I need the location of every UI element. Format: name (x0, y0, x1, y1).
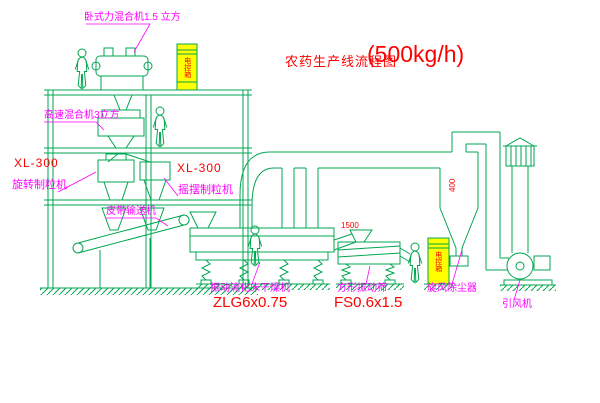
control-box-right-drawing (424, 237, 453, 290)
label-vibrating-sieve: 方形振动筛 (337, 283, 387, 294)
label-horizontal-mixer: 卧式力混合机1.5 立方 (84, 12, 181, 23)
label-oscillating-granulator: 摇摆制粒机 (178, 184, 233, 196)
induced-draft-fan-drawing (500, 252, 556, 291)
horizontal-mixer-drawing (91, 47, 153, 111)
label-vibrating-sieve-model: FS0.6x1.5 (334, 294, 403, 311)
page-title-capacity: (500kg/h) (367, 41, 465, 67)
discharge-hoppers-drawing (101, 207, 165, 231)
cyclone-separator-drawing (439, 132, 479, 267)
fluid-bed-dryer-drawing (189, 211, 335, 290)
control-box-top-label: 电控箱 (183, 57, 191, 78)
label-cyclone: 旋风除尘器 (427, 283, 477, 294)
label-fluid-bed-dryer: 振动流化床干燥机 (210, 283, 290, 294)
rotary-granulator-drawing (97, 153, 135, 201)
person-figure-1 (74, 48, 90, 89)
dimension-sieve-feed: 1500 (341, 221, 359, 230)
overhead-pipe-drawing (452, 131, 509, 271)
belt-conveyor-drawing (72, 214, 190, 288)
label-belt-conveyor: 皮带输送机 (106, 206, 156, 217)
label-high-speed-mixer: 高速混合机3立方 (44, 110, 120, 121)
building-structure (40, 89, 258, 295)
leader-lines (44, 23, 521, 301)
vibrating-sieve-drawing (333, 229, 411, 290)
label-rotary-granulator: 旋转制粒机 (12, 179, 67, 191)
oscillating-granulator-drawing (139, 161, 171, 201)
dimension-duct-diameter: 400 (448, 178, 457, 192)
control-box-right-label: 电控箱 (434, 251, 442, 272)
label-fluid-bed-dryer-model: ZLG6x0.75 (213, 294, 288, 311)
label-rotary-granulator-model: XL-300 (14, 156, 59, 170)
label-oscillating-granulator-model: XL-300 (177, 161, 222, 175)
page-title: 农药生产线流程图 (285, 54, 398, 69)
exhaust-stack-drawing (503, 137, 537, 253)
exhaust-duct-drawing (239, 151, 452, 228)
person-figure-4 (407, 242, 423, 283)
person-figure-2 (152, 106, 168, 147)
label-induced-draft-fan: 引风机 (502, 299, 532, 310)
control-box-top-drawing (176, 43, 198, 91)
